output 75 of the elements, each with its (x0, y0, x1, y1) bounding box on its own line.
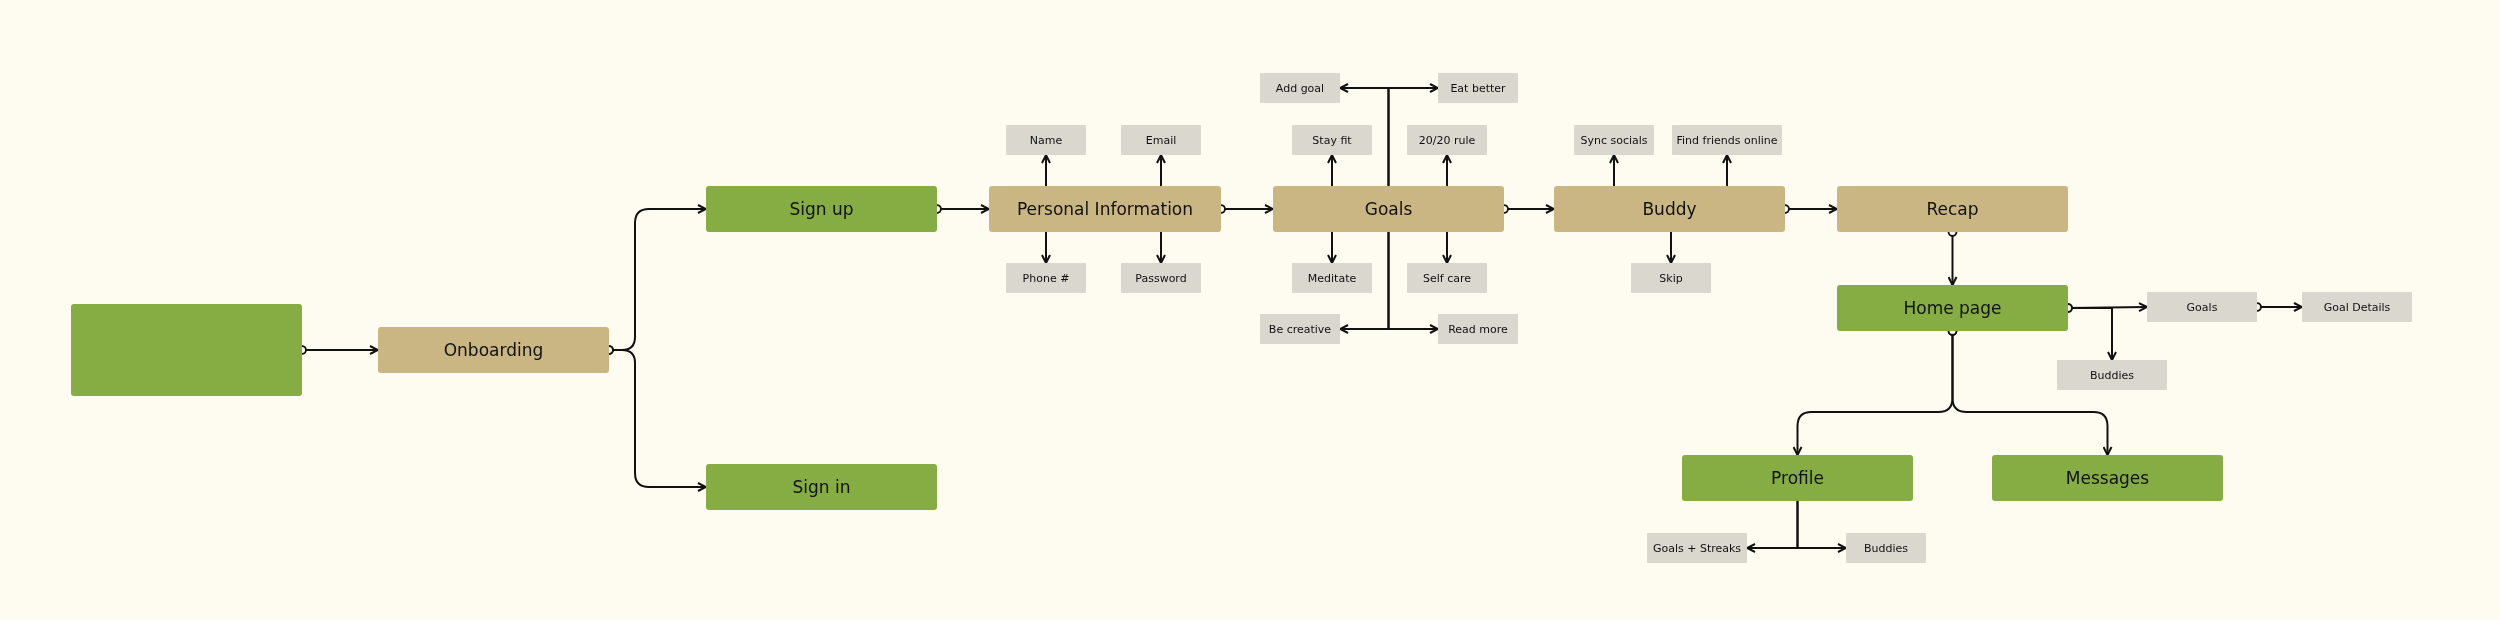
node-label: Meditate (1306, 271, 1358, 285)
item-box (1260, 73, 1340, 103)
node-label: Buddies (1862, 541, 1909, 555)
item-box (1292, 125, 1372, 155)
arrow (1327, 231, 1337, 264)
section-box (1837, 186, 2068, 232)
node-label: Onboarding (442, 340, 545, 360)
node-label: Goals + Streaks (1651, 541, 1743, 555)
node-label: Password (1134, 271, 1188, 285)
arrow (1442, 154, 1452, 187)
node-label: Be creative (1267, 322, 1333, 336)
item-box (1631, 263, 1711, 293)
node-label: Messages (2064, 468, 2151, 488)
arrow (1666, 231, 1676, 264)
item-box (1292, 263, 1372, 293)
section-box (989, 186, 1221, 232)
arrow (1156, 154, 1166, 187)
item-box (1407, 263, 1487, 293)
item-box (1438, 314, 1518, 344)
node-label: Name (1028, 133, 1064, 147)
node-label: Buddy (1641, 199, 1698, 219)
arrow (1722, 154, 1732, 187)
item-box (1006, 125, 1086, 155)
node-label: Self care (1422, 271, 1472, 285)
node-label: Sign up (788, 199, 855, 219)
node-label: Buddies (2088, 368, 2135, 382)
node-label: Goal Details (2322, 300, 2392, 314)
item-box (1647, 533, 1747, 563)
node-label: Goals (2185, 300, 2219, 314)
item-box (2302, 292, 2412, 322)
arrow (1609, 154, 1619, 187)
node-label: Add goal (1274, 81, 1326, 95)
section-box (1273, 186, 1504, 232)
node-label: Sign in (791, 477, 852, 497)
arrow (1327, 154, 1337, 187)
node-label: Profile (1770, 468, 1825, 488)
node-label: Goals (1363, 199, 1414, 219)
node-label: Read more (1447, 322, 1509, 336)
arrow (1796, 500, 1847, 553)
node-label: Eat better (1449, 81, 1507, 95)
node-label: Personal Information (1015, 199, 1195, 219)
node-label: Recap (1925, 199, 1980, 219)
screen-box (706, 186, 937, 232)
item-box (1121, 125, 1201, 155)
arrow (1387, 83, 1439, 187)
node-label: 20/20 rule (1417, 133, 1477, 147)
section-box (378, 327, 609, 373)
item-box (1672, 125, 1782, 155)
arrow (1041, 231, 1051, 264)
screen-box (1682, 455, 1913, 501)
section-box (1554, 186, 1785, 232)
node-label: Stay fit (1311, 133, 1353, 147)
screen-box (1837, 285, 2068, 331)
arrow (1387, 231, 1439, 334)
node-label: Skip (1658, 271, 1684, 285)
item-box (2057, 360, 2167, 390)
arrow (1041, 154, 1051, 187)
item-box (2147, 292, 2257, 322)
item-box (1846, 533, 1926, 563)
node-label: Phone # (1021, 271, 1071, 285)
node-label: Find friends online (1675, 133, 1779, 147)
arrow (1156, 231, 1166, 264)
item-box (1006, 263, 1086, 293)
screen-box (1992, 455, 2223, 501)
item-box (1438, 73, 1518, 103)
node-label: Home page (1902, 298, 2003, 318)
item-box (1121, 263, 1201, 293)
screen-box (706, 464, 937, 510)
item-box (1260, 314, 1340, 344)
screen-box (71, 304, 302, 396)
arrow (1442, 231, 1452, 264)
node-label: Email (1144, 133, 1178, 147)
node-label: Sync socials (1579, 133, 1649, 147)
item-box (1407, 125, 1487, 155)
item-box (1574, 125, 1654, 155)
